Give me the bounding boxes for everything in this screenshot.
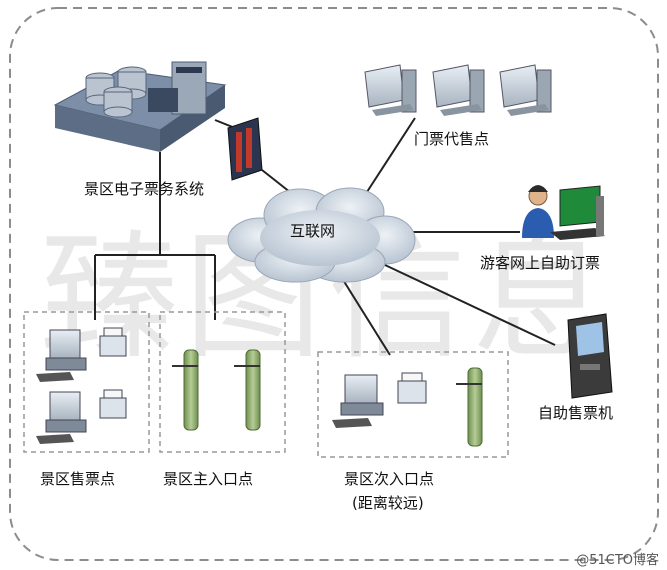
turnstile-icon: [234, 349, 261, 431]
label-online: 游客网上自助订票: [480, 254, 601, 272]
label-system: 景区电子票务系统: [84, 180, 205, 198]
office-workstations: [36, 327, 127, 444]
source-credit: @51CTO博客: [576, 553, 659, 568]
firewall-icon: [227, 117, 263, 181]
turnstile-icon: [172, 349, 199, 431]
online-user-icon: [522, 185, 605, 240]
label-secondary-note: (距离较远): [352, 494, 424, 512]
office-frame: [23, 311, 150, 453]
label-ticket-office: 景区售票点: [40, 470, 116, 488]
label-agency: 门票代售点: [414, 130, 490, 148]
turnstile-icon: [456, 367, 483, 447]
secondary-entrance-equipment: [332, 367, 483, 447]
main-entrance-gates: [172, 349, 261, 431]
connections: [94, 117, 556, 356]
desktop-computer-icon: [499, 64, 552, 116]
agency-computers: [364, 64, 552, 116]
secondary-frame: [317, 351, 509, 458]
label-main-entrance: 景区主入口点: [163, 470, 254, 488]
workstation-icon: [332, 372, 427, 428]
desktop-computer-icon: [364, 64, 417, 116]
label-secondary-entrance: 景区次入口点: [344, 470, 435, 488]
desktop-computer-icon: [432, 64, 485, 116]
label-internet: 互联网: [290, 222, 336, 240]
workstation-icon: [36, 389, 127, 444]
server-cluster: [53, 61, 227, 152]
link-cloud-kiosk: [384, 264, 556, 346]
internet-cloud-icon: [227, 187, 416, 283]
link-cloud-agency: [364, 117, 416, 196]
workstation-icon: [36, 327, 127, 382]
label-kiosk: 自助售票机: [538, 404, 614, 422]
link-cloud-secondary: [339, 274, 391, 356]
outer-frame: [9, 7, 659, 561]
main-entrance-frame: [159, 311, 286, 453]
kiosk-icon: [567, 313, 613, 399]
